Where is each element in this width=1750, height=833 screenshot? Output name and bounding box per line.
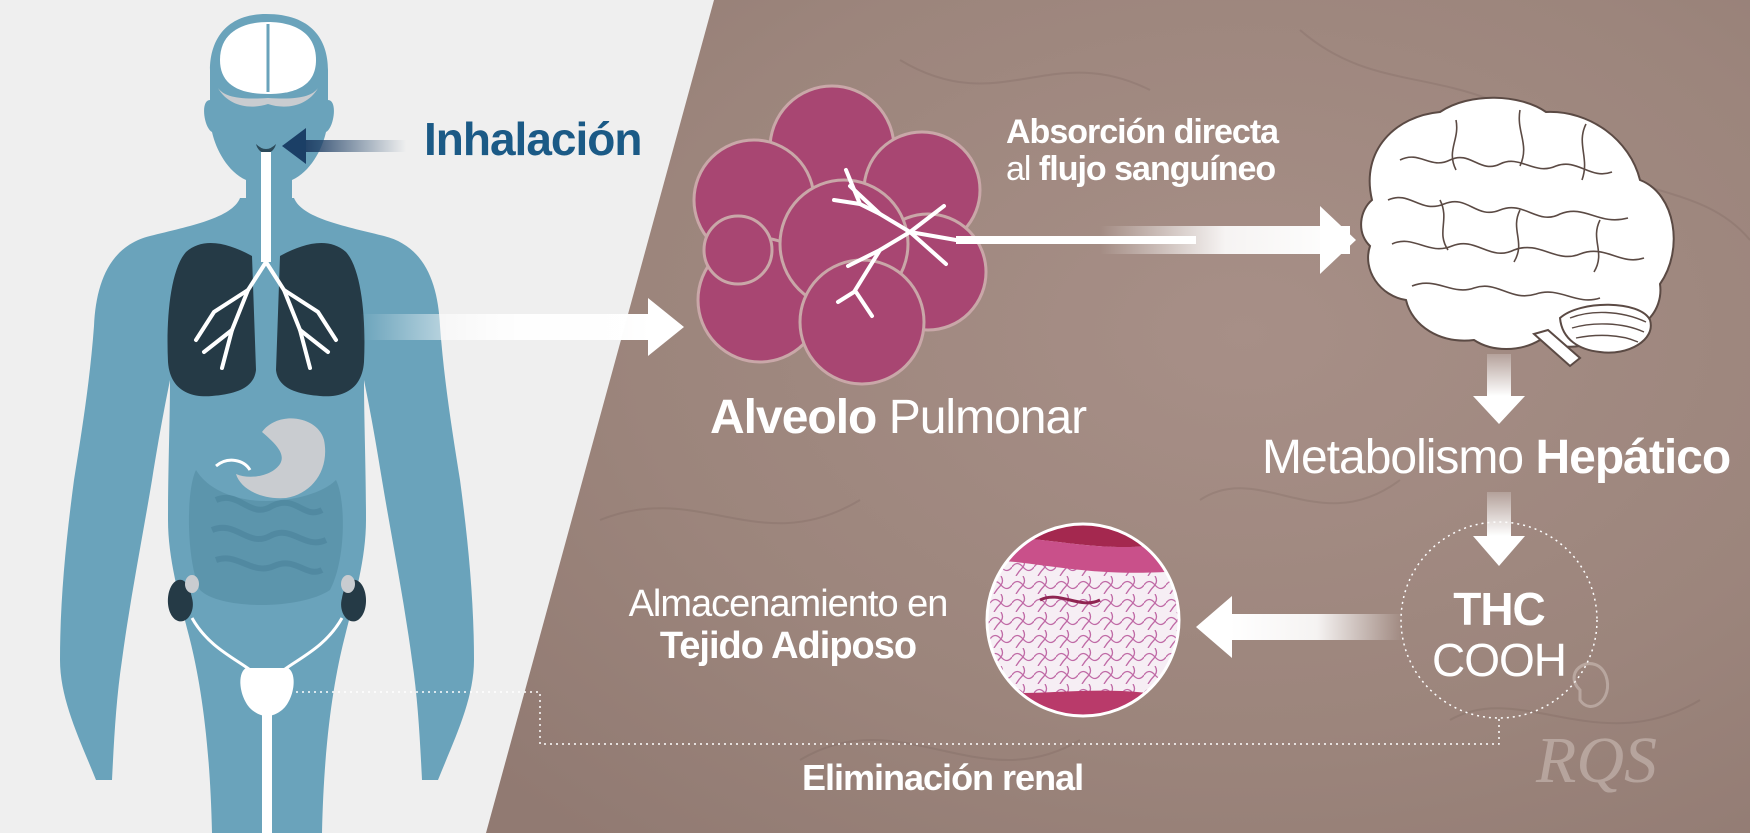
absorption-line-2: al flujo sanguíneo (1006, 151, 1278, 188)
inhalation-arrow (282, 128, 406, 164)
alveolus-to-brain-arrow (956, 206, 1356, 274)
urinary-system (167, 575, 367, 833)
brain-illustration (1360, 96, 1675, 368)
brain-to-liver-arrow (1473, 354, 1525, 424)
cooh-label: COOH (1432, 633, 1567, 686)
rqs-logo-text: RQS (1535, 724, 1657, 797)
renal-elimination-label: Eliminación renal (802, 757, 1084, 798)
storage-line-1: Almacenamiento en (628, 583, 949, 625)
lung-to-alveolus-arrow (360, 298, 684, 356)
alveolus-capillaries (832, 168, 958, 318)
adipose-tissue-image (985, 522, 1181, 718)
thc-cooh-label: THC COOH (1401, 584, 1597, 685)
lungs (167, 243, 365, 397)
adipose-storage-label: Almacenamiento en Tejido Adiposo (600, 583, 976, 668)
alveolus-label-bold: Alveolo (710, 391, 877, 444)
alveolus-label-rest: Pulmonar (888, 391, 1087, 444)
liver-to-thc-arrow (1473, 492, 1525, 566)
renal-elimination-path (290, 691, 1500, 745)
thc-label: THC (1453, 583, 1546, 635)
absorption-line-2-prefix: al (1006, 150, 1031, 189)
airway (256, 144, 276, 262)
storage-line-2: Tejido Adiposo (659, 624, 917, 667)
digestive-system (188, 418, 343, 605)
absorption-label: Absorción directa al flujo sanguíneo (1006, 113, 1279, 189)
absorption-line-1: Absorción directa (1006, 113, 1279, 151)
inhalation-label: Inhalación (424, 113, 642, 165)
metabolism-label-rest: Metabolismo (1262, 431, 1524, 484)
metabolism-label-bold: Hepático (1535, 431, 1731, 484)
thc-to-adipose-arrow (1196, 596, 1404, 658)
rqs-logo: RQS (1535, 662, 1657, 797)
absorption-line-2-bold: flujo sanguíneo (1038, 150, 1276, 189)
alveolus-label: Alveolo Pulmonar (710, 391, 1087, 445)
head-brain (218, 22, 318, 107)
metabolism-label: Metabolismo Hepático (1262, 431, 1731, 485)
